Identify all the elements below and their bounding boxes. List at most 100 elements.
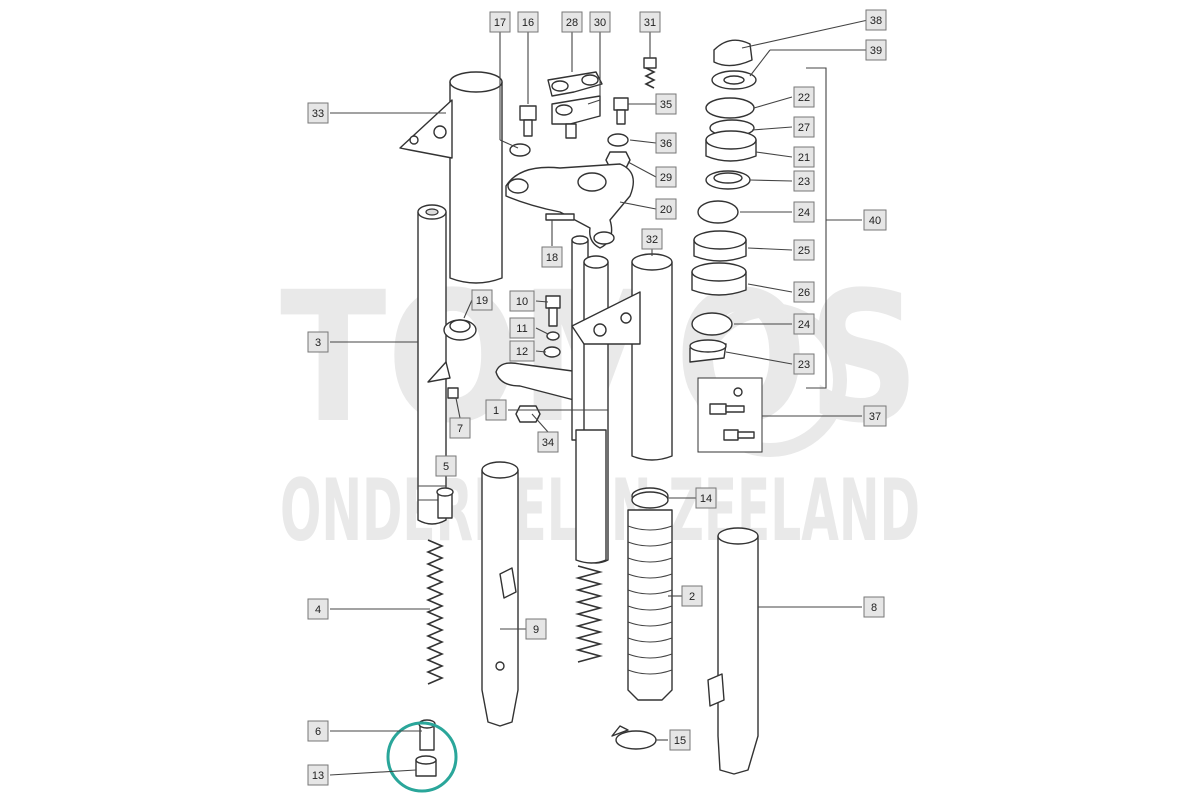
callout-8: 8 — [863, 596, 885, 618]
part-21-cone — [705, 130, 757, 162]
callout-12-label: 12 — [516, 346, 528, 358]
callout-33-label: 33 — [312, 108, 324, 120]
part-13-bush — [415, 755, 437, 777]
callout-30: 30 — [589, 11, 611, 33]
callout-24-top: 24 — [793, 201, 815, 223]
callout-23-top: 23 — [793, 170, 815, 192]
callout-13: 13 — [307, 764, 329, 786]
callout-14-label: 14 — [700, 493, 712, 505]
callout-10-label: 10 — [516, 296, 528, 308]
callout-6: 6 — [307, 720, 329, 742]
callout-18-label: 18 — [546, 252, 558, 264]
callout-17-label: 17 — [494, 17, 506, 29]
callout-22: 22 — [793, 86, 815, 108]
part-2-rubber-boot — [627, 509, 673, 701]
callout-20: 20 — [655, 198, 677, 220]
callout-13-label: 13 — [312, 770, 324, 782]
part-4-spring-left — [425, 539, 445, 685]
part-32-upper-tube-right — [571, 253, 673, 461]
callout-3-label: 3 — [315, 337, 321, 349]
callout-18: 18 — [541, 246, 563, 268]
callout-24-bottom: 24 — [793, 313, 815, 335]
callout-29-label: 29 — [660, 172, 672, 184]
callout-2: 2 — [681, 585, 703, 607]
part-12-washer — [543, 346, 561, 358]
callout-28-label: 28 — [566, 17, 578, 29]
part-7-clip — [427, 361, 459, 399]
part-36-washer — [607, 133, 629, 147]
callout-9-label: 9 — [533, 624, 539, 636]
part-26-cup-lower — [691, 262, 747, 296]
callout-32-label: 32 — [646, 234, 658, 246]
part-28-clamp-upper — [547, 71, 603, 97]
callout-4: 4 — [307, 598, 329, 620]
part-16-bolt — [519, 105, 537, 137]
callout-15-label: 15 — [674, 735, 686, 747]
part-33-upper-tube-left — [399, 71, 503, 284]
callout-33: 33 — [307, 102, 329, 124]
callout-28: 28 — [561, 11, 583, 33]
callout-36: 36 — [655, 132, 677, 154]
callout-1-label: 1 — [493, 405, 499, 417]
callout-26: 26 — [793, 281, 815, 303]
callout-26-label: 26 — [798, 287, 810, 299]
callout-15: 15 — [669, 729, 691, 751]
part-38-top-nut — [713, 39, 753, 67]
callout-31-label: 31 — [644, 17, 656, 29]
part-18-key — [545, 213, 575, 221]
callout-40: 40 — [863, 209, 887, 231]
part-3-inner-tube-left — [417, 204, 447, 525]
leader-lines — [329, 19, 869, 776]
callout-36-label: 36 — [660, 138, 672, 150]
part-inner-tube-center — [574, 255, 609, 663]
callout-19: 19 — [471, 289, 493, 311]
callout-22-label: 22 — [798, 92, 810, 104]
callout-32: 32 — [641, 228, 663, 250]
part-8-fork-slider-right — [707, 527, 759, 775]
callouts: 17 16 28 30 31 38 39 33 35 22 27 36 21 2… — [307, 9, 887, 786]
part-14-clamp-ring — [631, 487, 669, 509]
callout-35: 35 — [655, 93, 677, 115]
callout-7-label: 7 — [457, 423, 463, 435]
callout-35-label: 35 — [660, 99, 672, 111]
part-23-dust-cover-bottom — [689, 339, 727, 363]
part-24-ball-ring-bottom — [691, 312, 733, 336]
callout-7: 7 — [449, 417, 471, 439]
callout-3: 3 — [307, 331, 329, 353]
callout-31: 31 — [639, 11, 661, 33]
callout-30-label: 30 — [594, 17, 606, 29]
part-31-bolt — [643, 57, 657, 89]
callout-29: 29 — [655, 166, 677, 188]
callout-19-label: 19 — [476, 295, 488, 307]
part-10-bolt — [545, 295, 561, 327]
callout-20-label: 20 — [660, 204, 672, 216]
callout-10: 10 — [509, 290, 535, 312]
callout-4-label: 4 — [315, 604, 321, 616]
callout-8-label: 8 — [871, 602, 877, 614]
callout-23-bottom: 23 — [793, 353, 815, 375]
callout-37: 37 — [863, 405, 887, 427]
callout-40-label: 40 — [869, 215, 881, 227]
callout-5: 5 — [435, 455, 457, 477]
part-37-lock-set — [697, 377, 763, 453]
callout-12: 12 — [509, 340, 535, 362]
part-15-clip — [611, 725, 657, 750]
part-35-bolt — [613, 97, 629, 125]
callout-25-label: 25 — [798, 245, 810, 257]
callout-24-bottom-label: 24 — [798, 319, 810, 331]
callout-39: 39 — [865, 39, 887, 61]
callout-21: 21 — [793, 146, 815, 168]
part-5-bolt — [436, 487, 454, 519]
callout-27-label: 27 — [798, 122, 810, 134]
part-19-seal — [443, 319, 477, 341]
part-24-ball-ring-top — [697, 200, 739, 224]
callout-27: 27 — [793, 116, 815, 138]
part-23-dust-cover-top — [705, 170, 751, 190]
parts-drawing — [386, 39, 763, 793]
callout-39-label: 39 — [870, 45, 882, 57]
callout-25: 25 — [793, 239, 815, 261]
callout-1: 1 — [485, 399, 507, 421]
callout-9: 9 — [525, 618, 547, 640]
part-20-top-yoke — [505, 163, 634, 249]
